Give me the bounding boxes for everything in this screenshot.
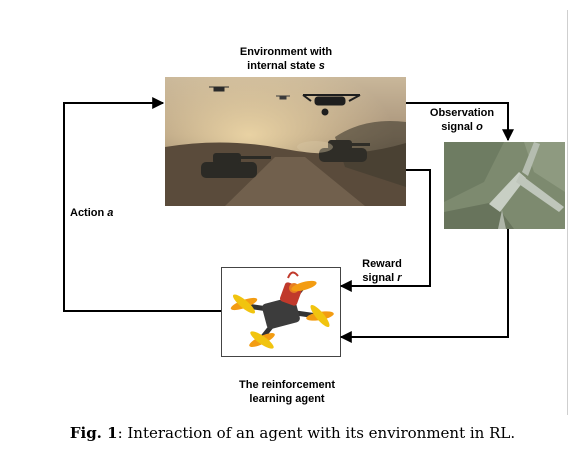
observation-to-agent-arrow bbox=[339, 229, 509, 343]
environment-label: Environment with internal state s bbox=[239, 46, 333, 72]
reward-arrow bbox=[339, 169, 431, 292]
page-edge-rule bbox=[567, 10, 568, 415]
action-label: Action a bbox=[70, 207, 114, 219]
environment-image bbox=[165, 77, 406, 206]
observation-image bbox=[444, 142, 565, 229]
agent-label: The reinforcement learning agent bbox=[239, 379, 335, 405]
tank-left bbox=[201, 153, 271, 178]
drone-large bbox=[302, 94, 361, 116]
observation-arrow bbox=[406, 102, 514, 142]
action-arrow bbox=[63, 97, 221, 312]
caption-text: : Interaction of an agent with its envir… bbox=[117, 424, 516, 442]
agent-image bbox=[221, 267, 341, 357]
caption-prefix: Fig. 1 bbox=[69, 424, 118, 442]
observation-label: Observation signal o bbox=[429, 107, 495, 133]
reward-label: Reward signal r bbox=[362, 258, 402, 284]
figure-caption: Fig. 1: Interaction of an agent with its… bbox=[0, 424, 585, 442]
tank-right bbox=[319, 140, 370, 162]
fpv-drone bbox=[230, 271, 334, 349]
